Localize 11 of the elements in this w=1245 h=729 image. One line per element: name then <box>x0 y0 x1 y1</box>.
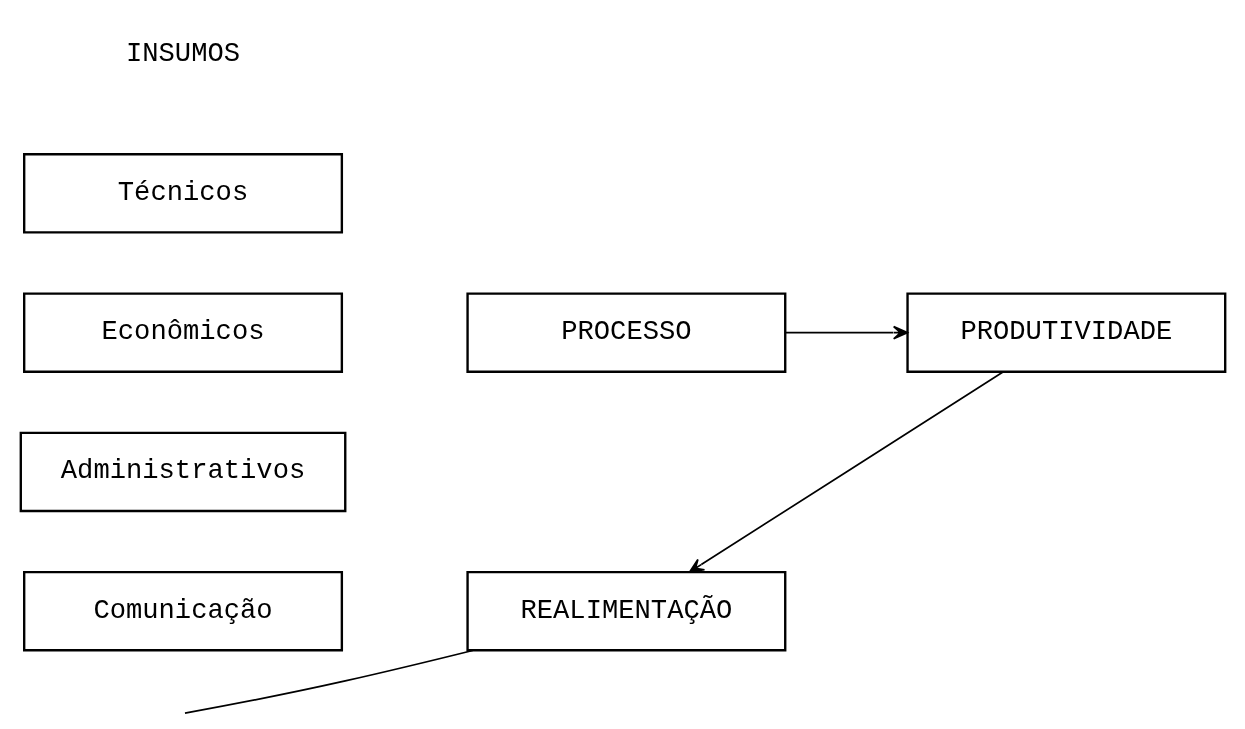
node-box: PRODUTIVIDADE <box>905 292 1226 373</box>
node-box: Técnicos <box>22 153 343 234</box>
arrow <box>688 370 1004 573</box>
arrow <box>784 325 908 340</box>
node-box: REALIMENTAÇÃO <box>465 570 786 652</box>
node-box: Comunicação <box>22 570 343 652</box>
node-box: Econômicos <box>22 292 343 373</box>
node-box: Administrativos <box>19 431 346 513</box>
connector <box>183 649 474 714</box>
label: INSUMOS <box>125 37 240 69</box>
node-box: PROCESSO <box>465 292 786 373</box>
